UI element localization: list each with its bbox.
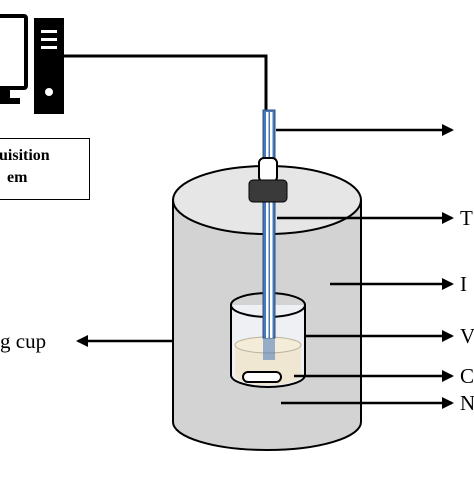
stir-bar <box>242 371 282 383</box>
label-n: N <box>460 391 474 415</box>
label-i: I <box>460 272 467 296</box>
computer-monitor-icon <box>0 14 28 104</box>
computer-tower-icon <box>34 18 64 114</box>
label-t: T <box>460 206 473 230</box>
label-c: C <box>460 364 474 388</box>
left-label: g cup <box>0 329 47 353</box>
probe-cap <box>248 157 288 203</box>
label-v: V <box>460 324 474 348</box>
signal-cable <box>64 54 268 112</box>
data-acquisition-box: uisition em <box>0 138 90 200</box>
probe <box>262 109 276 360</box>
daq-label-line2: em <box>7 169 28 186</box>
leader-arrows <box>76 124 454 409</box>
daq-label-line1: uisition <box>0 147 50 164</box>
